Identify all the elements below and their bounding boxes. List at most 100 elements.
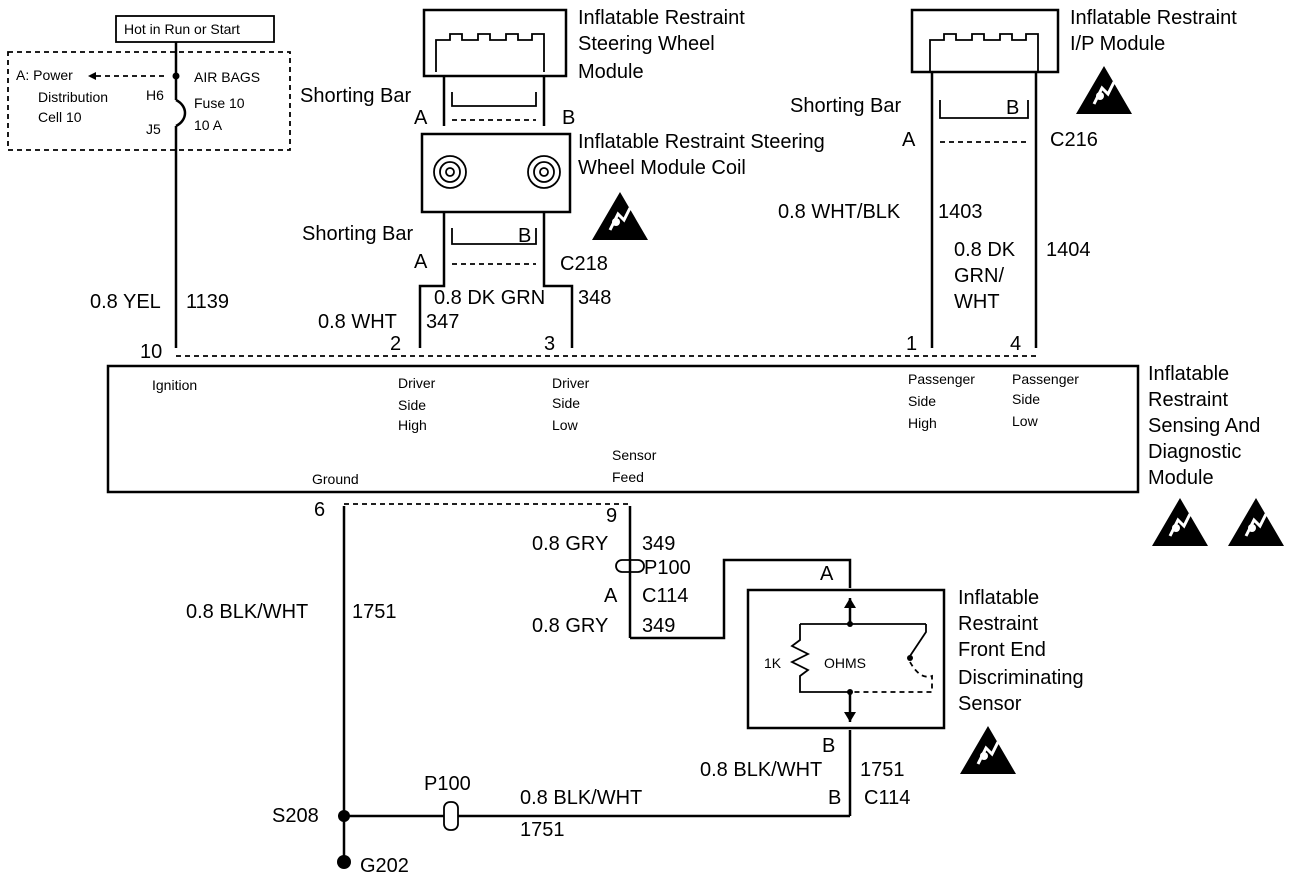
sdm-pass-low-3: Low (1012, 413, 1039, 429)
p100-connector-bottom (443, 801, 459, 831)
ip-module (910, 8, 1060, 74)
steering-module-line1: Inflatable Restraint (578, 7, 745, 29)
circuit-348: 348 (578, 287, 611, 309)
sdm-driver-low-1: Driver (552, 375, 590, 391)
pin-h6: H6 (146, 87, 164, 103)
resistor-value: 1K (764, 655, 782, 671)
circuit-349-2: 349 (642, 615, 675, 637)
pin-1: 1 (906, 333, 917, 355)
pin-6: 6 (314, 499, 325, 521)
esd-caution-icon (590, 190, 650, 242)
fuse-line2: Fuse 10 (194, 95, 245, 111)
connector-c218: C218 (560, 253, 608, 275)
pin-a-1: A (414, 107, 428, 129)
pin-b-4: B (822, 735, 835, 757)
pdc-line2: Distribution (38, 89, 108, 105)
wire-wht: 0.8 WHT (318, 311, 397, 333)
pdc-line3: Cell 10 (38, 109, 82, 125)
airbag-squib (435, 33, 545, 72)
esd-caution-icon (1226, 496, 1286, 548)
pin-4: 4 (1010, 333, 1021, 355)
fuse-symbol (175, 98, 187, 128)
circuit-1404: 1404 (1046, 239, 1091, 261)
wire-gry-1: 0.8 GRY (532, 533, 608, 555)
steering-coil (420, 132, 572, 214)
pin-9: 9 (606, 505, 617, 527)
wire-blkwht-3: 0.8 BLK/WHT (700, 759, 822, 781)
circuit-1751-3: 1751 (860, 759, 905, 781)
circuit-1751-1: 1751 (352, 601, 397, 623)
coil-line1: Inflatable Restraint Steering (578, 131, 825, 153)
front-sensor (746, 588, 946, 730)
pin-b-3: B (1006, 97, 1019, 119)
resistor-1k (789, 624, 850, 693)
front-sensor-line3: Front End (958, 639, 1046, 661)
wire-dkgrnwht-2: GRN/ (954, 265, 1004, 287)
connector-s208: S208 (272, 805, 319, 827)
esd-caution-icon (1150, 496, 1210, 548)
sdm-line4: Diagnostic (1148, 441, 1241, 463)
wire-blkwht-1: 0.8 BLK/WHT (186, 601, 308, 623)
fuse-line3: 10 A (194, 117, 223, 133)
coil-clockspring-icon (527, 155, 561, 189)
wire-yel: 0.8 YEL (90, 291, 161, 313)
pin-b-2: B (518, 225, 531, 247)
connector-c114-2: C114 (864, 787, 910, 809)
steering-module-line2: Steering Wheel (578, 33, 715, 55)
shorting-bar-label-1: Shorting Bar (300, 85, 412, 107)
sdm-sensor-feed-2: Feed (612, 469, 644, 485)
circuit-347: 347 (426, 311, 459, 333)
circuit-349-1: 349 (642, 533, 675, 555)
connector-c114-1: C114 (642, 585, 688, 607)
pin-a-2: A (414, 251, 428, 273)
connector-p100-1: P100 (644, 557, 691, 579)
resistor-unit: OHMS (824, 655, 866, 671)
sdm-pass-high-2: Side (908, 393, 936, 409)
pin-3: 3 (544, 333, 555, 355)
pin-2: 2 (390, 333, 401, 355)
sdm-line1: Inflatable (1148, 363, 1229, 385)
wire-whtblk: 0.8 WHT/BLK (778, 201, 901, 223)
esd-caution-icon (1074, 64, 1134, 116)
shorting-bar-label-3: Shorting Bar (790, 95, 902, 117)
hot-label-box (115, 15, 275, 43)
esd-caution-icon (958, 724, 1018, 776)
front-sensor-line5: Sensor (958, 693, 1022, 715)
coil-clockspring-icon (433, 155, 467, 189)
circuit-1139: 1139 (186, 291, 229, 313)
pin-b-5: B (828, 787, 841, 809)
sdm-pass-high-3: High (908, 415, 937, 431)
circuit-1751-2: 1751 (520, 819, 565, 841)
sdm-line5: Module (1148, 467, 1214, 489)
front-sensor-line2: Restraint (958, 613, 1038, 635)
pdc-line1: A: Power (16, 67, 73, 83)
sdm-driver-high-3: High (398, 417, 427, 433)
ip-module-line2: I/P Module (1070, 33, 1165, 55)
ground-icon (337, 855, 351, 869)
coil-line2: Wheel Module Coil (578, 157, 746, 179)
sdm-driver-high-2: Side (398, 397, 426, 413)
sdm-line2: Restraint (1148, 389, 1228, 411)
pin-10: 10 (140, 341, 162, 363)
circuit-1403: 1403 (938, 201, 983, 223)
steering-module-line3: Module (578, 61, 644, 83)
hot-label: Hot in Run or Start (124, 21, 240, 37)
sdm-driver-low-3: Low (552, 417, 579, 433)
sdm-pass-low-1: Passenger (1012, 371, 1079, 387)
wire-dkgrn: 0.8 DK GRN (434, 287, 545, 309)
front-sensor-line1: Inflatable (958, 587, 1039, 609)
ip-module-line1: Inflatable Restraint (1070, 7, 1237, 29)
sdm-pass-high-1: Passenger (908, 371, 975, 387)
pin-a-4: A (604, 585, 618, 607)
front-sensor-line4: Discriminating (958, 667, 1084, 689)
airbag-squib (929, 33, 1039, 72)
shorting-bar-bottom (451, 228, 537, 245)
pin-a-5: A (820, 563, 834, 585)
wire-gry-2: 0.8 GRY (532, 615, 608, 637)
wire-blkwht-2: 0.8 BLK/WHT (520, 787, 642, 809)
p100-connector-top (615, 559, 645, 573)
pin-b-1: B (562, 107, 575, 129)
fuse-line1: AIR BAGS (194, 69, 260, 85)
sdm-module (106, 364, 1140, 494)
